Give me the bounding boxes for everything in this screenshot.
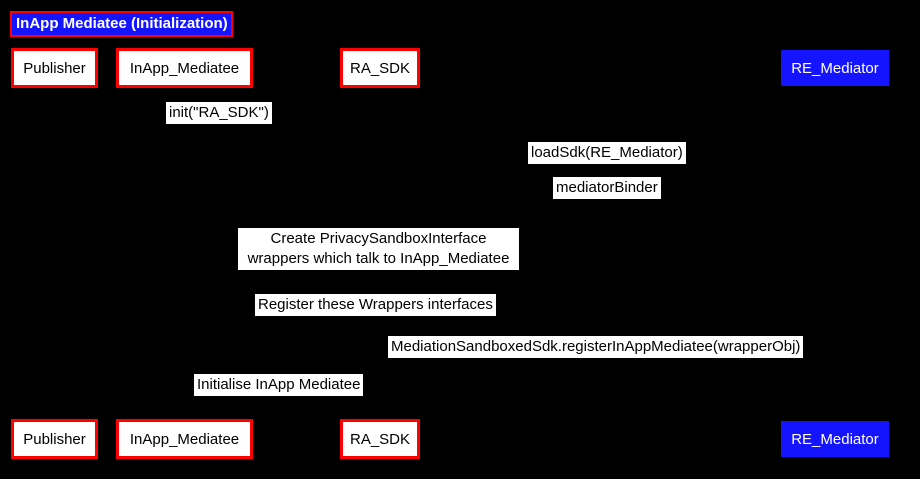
message-create-wrappers-line-1: Create PrivacySandboxInterface	[270, 230, 487, 247]
diagram-title: InApp Mediatee (Initialization)	[10, 11, 233, 37]
actor-top-inapp-mediatee: InApp_Mediatee	[116, 48, 253, 88]
actor-bottom-ra-sdk: RA_SDK	[340, 419, 420, 459]
message-mediator-binder: mediatorBinder	[553, 177, 661, 199]
actor-bottom-publisher: Publisher	[11, 419, 98, 459]
message-load-sdk: loadSdk(RE_Mediator)	[528, 142, 686, 164]
message-register-wrappers: Register these Wrappers interfaces	[255, 294, 496, 316]
message-create-wrappers-line-2: wrappers which talk to InApp_Mediatee	[247, 250, 510, 267]
actor-top-re-mediator: RE_Mediator	[781, 50, 889, 86]
actor-top-ra-sdk: RA_SDK	[340, 48, 420, 88]
actor-top-publisher: Publisher	[11, 48, 98, 88]
message-create-wrappers: Create PrivacySandboxInterface wrappers …	[238, 228, 519, 270]
message-initialise-inapp-mediatee: Initialise InApp Mediatee	[194, 374, 364, 396]
actor-bottom-re-mediator: RE_Mediator	[781, 421, 889, 457]
actor-bottom-inapp-mediatee: InApp_Mediatee	[116, 419, 253, 459]
message-init-ra-sdk: init("RA_SDK")	[166, 102, 272, 124]
message-register-inapp-mediatee: MediationSandboxedSdk.registerInAppMedia…	[388, 336, 804, 358]
